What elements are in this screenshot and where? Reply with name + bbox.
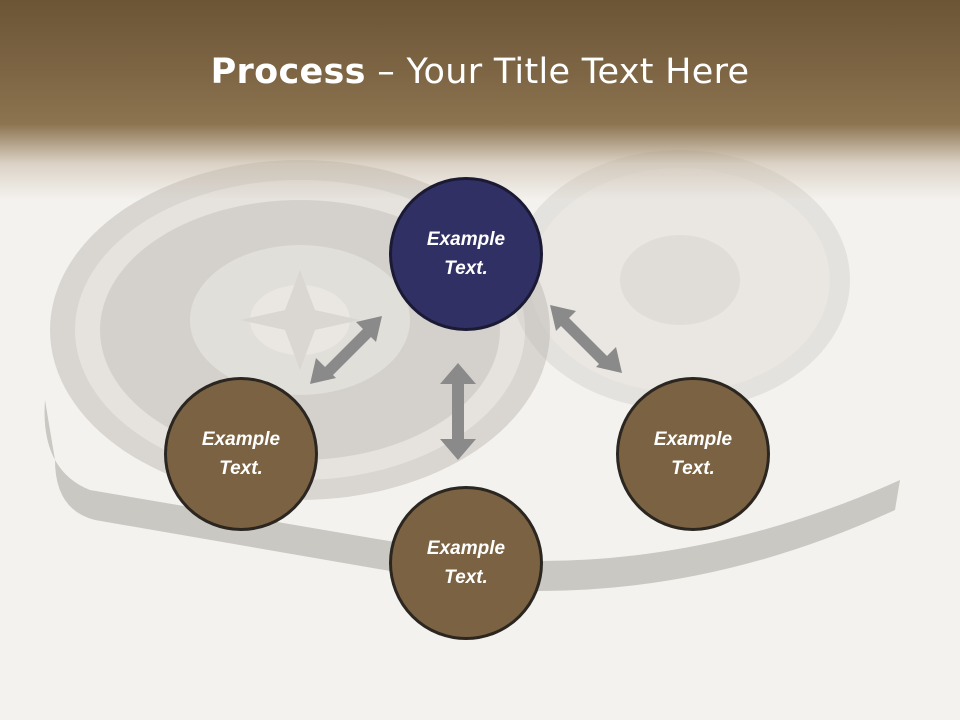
node-bottom-text: Example Text. bbox=[426, 538, 506, 588]
title-bold: Process bbox=[210, 52, 366, 92]
process-node-left: Example Text. bbox=[164, 377, 318, 531]
node-top-text: Example Text. bbox=[426, 229, 506, 279]
arrow-top-right bbox=[550, 305, 622, 373]
arrows bbox=[310, 305, 622, 460]
process-node-top: Example Text. bbox=[389, 177, 543, 331]
title-rest: – Your Title Text Here bbox=[365, 52, 750, 92]
arrow-top-left bbox=[310, 316, 382, 384]
header-band bbox=[0, 0, 960, 200]
node-right-text: Example Text. bbox=[653, 429, 733, 479]
node-left-text: Example Text. bbox=[201, 429, 281, 479]
film-strip bbox=[44, 400, 900, 591]
process-node-bottom: Example Text. bbox=[389, 486, 543, 640]
page-title: Process – Your Title Text Here bbox=[0, 52, 960, 92]
process-node-right: Example Text. bbox=[616, 377, 770, 531]
arrow-vertical bbox=[440, 363, 476, 460]
